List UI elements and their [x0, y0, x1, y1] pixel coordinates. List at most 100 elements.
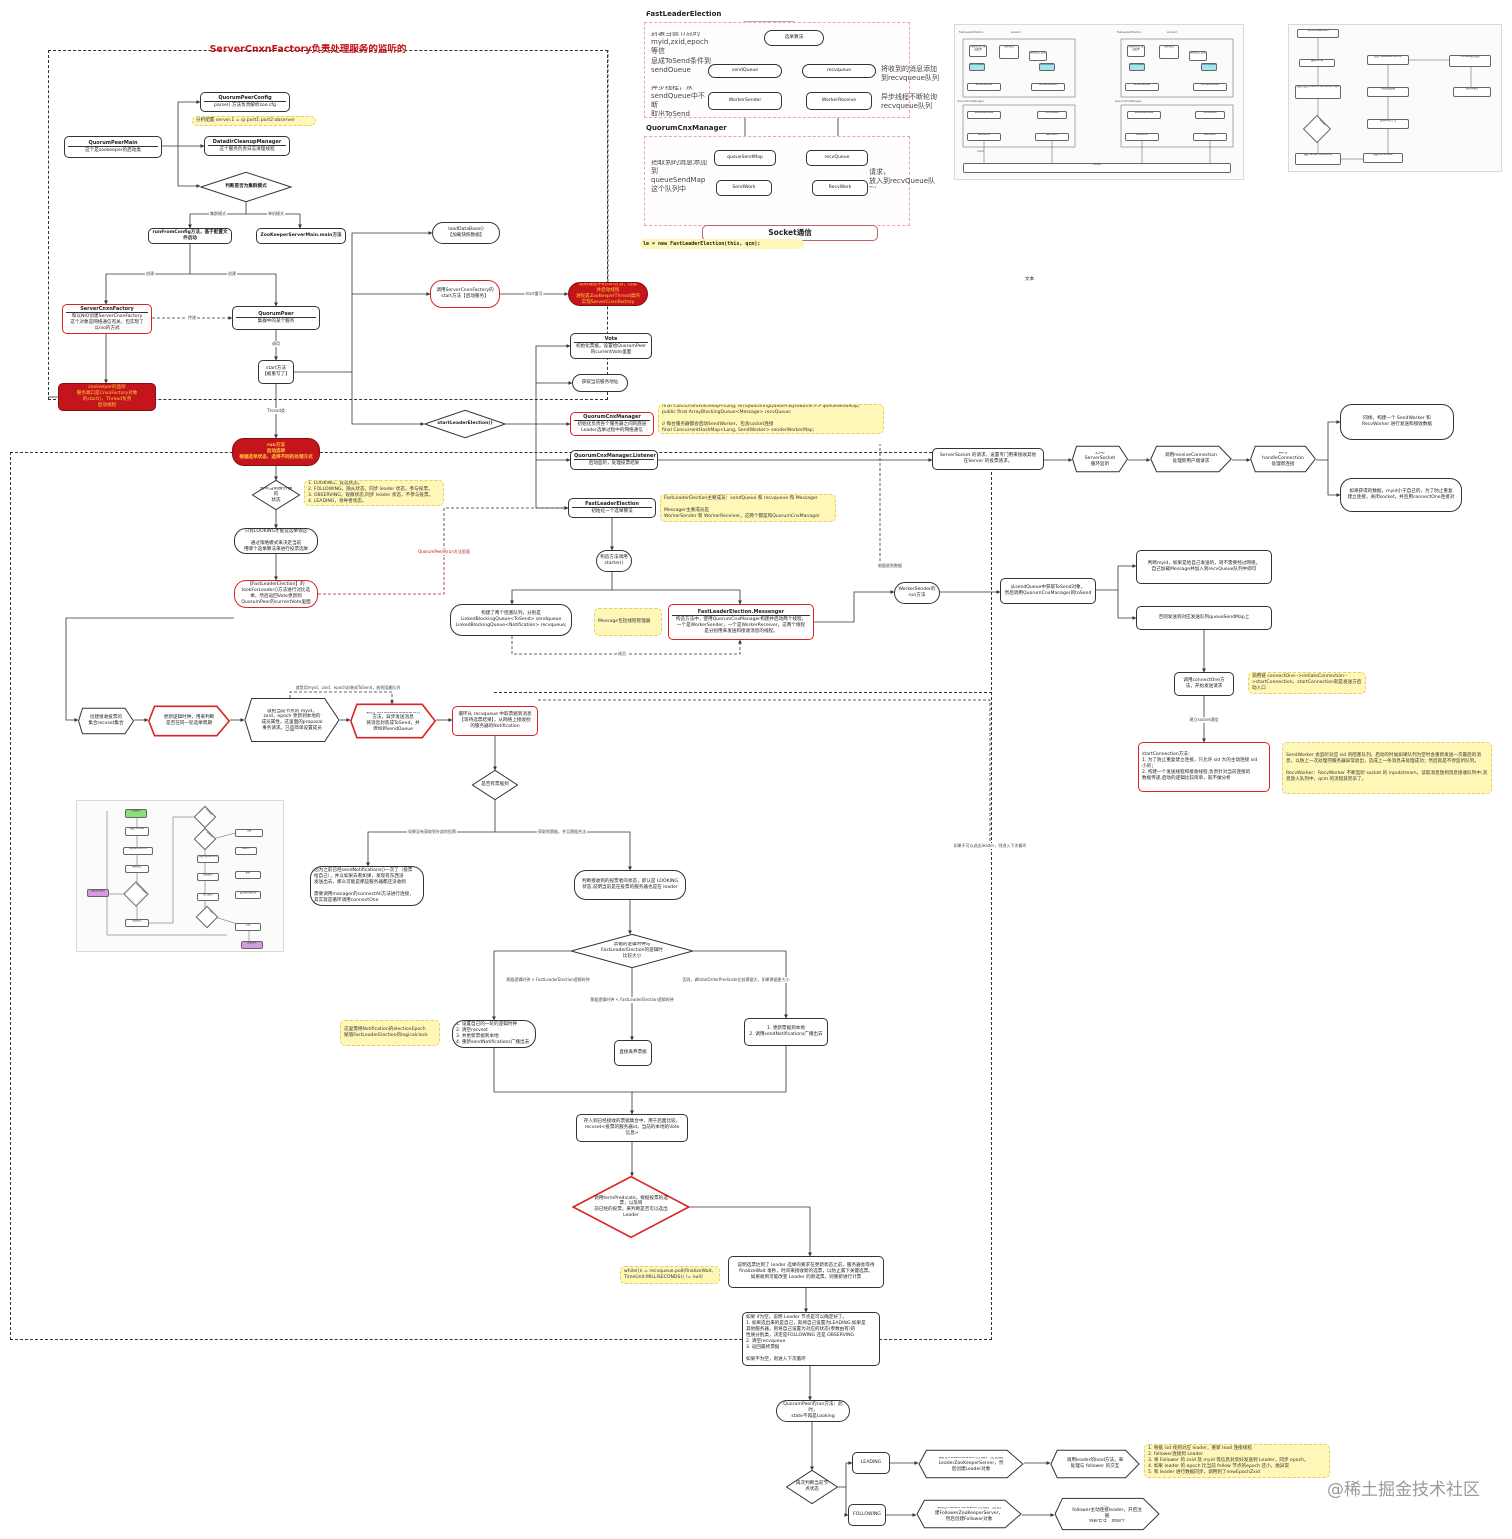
mini-servers-node: 向其他节点 发送投票 [1127, 45, 1145, 57]
edge-thread: Thread类 [266, 408, 286, 414]
fle-worker-receiver-text: WorkerReceive [821, 98, 857, 104]
lead-note-text: 1. 根据 sid 找到对应 leader，重新 lead 连接线程 2. fo… [1148, 1446, 1309, 1475]
qcm-code-text: le = new FastLeaderElection(this, qcm); [643, 240, 761, 247]
qpc-note-text: 分析配置 server.1 = ip:port1:port2:observer [196, 118, 295, 124]
connect-note: 调用链 connectOne-->initiateConnection-->st… [1248, 672, 1366, 694]
text-label: 文本 [1022, 276, 1042, 284]
scf-node-title: ServerCnxnFactory [66, 306, 148, 314]
get-addr-node-text: 获取当前服务地址 [581, 380, 619, 386]
judge-to-standalone [246, 213, 302, 229]
send-to-qcm-node: 从sendQueue中获取ToSend对象， 然后调用QuorumCnxMana… [1000, 578, 1096, 604]
mini-servers-links [962, 38, 1234, 163]
qcm-panel-title: QuorumCnxManager [646, 124, 766, 134]
mini-servers-node: workerReceive [1193, 83, 1227, 91]
start-le-hex-text: startLeaderElection() [437, 421, 493, 427]
edge-create-2: 创建 [227, 271, 237, 277]
state-note: 1. LOOKING，竞选状态。 2. FOLLOWING，随从状态，同步 le… [304, 480, 444, 506]
loop-recv-node: 循环从 recvqueue 中取票据到消息 【等待选票结果】，从网络上接收别 的… [452, 706, 538, 736]
edge-lt: 票据逻辑时钟 < FastLeaderElection逻辑时钟 [589, 997, 675, 1003]
term-to-confirm [690, 1206, 812, 1257]
sid-compare-node-text: 如果获得的数据，myid小于自己的，为了防止重复 建立连接，关闭socket，并… [1347, 489, 1455, 500]
mini-servers-node: 接收投票 结果 [1189, 51, 1207, 61]
text-label-text: 文本 [1025, 277, 1035, 283]
edge-handle-msg: 根据收到数据 [877, 563, 903, 569]
make-follower-hex-text: 调用makeFollower方法，先创 建FollowerZooKeeperSe… [934, 1506, 1004, 1522]
gt-note-text: 这里需将Notification的electionEpoch 赋值FastLea… [344, 1027, 428, 1038]
fle-recvqueue-box-text: recvqueue [826, 68, 852, 74]
messenger-to-ws [814, 590, 895, 623]
create-recvset-hex-text: 创建接收投票的 集合recvset集合 [88, 715, 124, 726]
mini-startup-node: 解析config [1299, 59, 1335, 67]
fle-sendqueue-box-text: sendQueue [731, 68, 759, 74]
mini-election-node: 更新选票 [197, 873, 219, 881]
mini-servers-caption: server2 [1167, 31, 1177, 34]
judge-state-diamond: 判断当前服务器的 状态 [252, 480, 300, 510]
ws-run-node-text: WorkerSender的 run方法 [898, 587, 936, 598]
no-vote-node-text: 因为之前已经sendNotifications()一次了（投票 给自己），并以如… [314, 868, 414, 903]
looking-only-node-text: 只有LOOKING才能竞选举领这 通过策略模式来决定当前 用哪个选举算法来进行投… [243, 529, 309, 552]
mini-startup-node: 启动 FastLeaderElection [1367, 55, 1409, 65]
receive-conn-hex: 调用receiveConnection 处理新用户端请求 [1150, 446, 1232, 472]
qcm-to-myid [1096, 564, 1137, 591]
start-cnxn-node-text: 调用ServerCnxnFactory的 start方法【启动服务】 [436, 288, 494, 299]
has-vote-node: 判断接收到的投票者的状态，即认是 LOOKING 状态,说明当前是在投票的服务器… [574, 870, 686, 900]
look-for-leader-node: 【FastLeaderElection】的 lookForLeader()方法进… [234, 580, 318, 608]
looking-only-node: 只有LOOKING才能竞选举领这 通过策略模式来决定当前 用哪个选举算法来进行投… [234, 528, 318, 554]
vote-node-title: Vote [574, 336, 648, 344]
qcm-code: le = new FastLeaderElection(this, qcm); [640, 239, 804, 249]
fle-note-text: FastLeaderElection主要成员：sendQueue 和 recvq… [664, 496, 820, 519]
scf-node-text: 和以NIO创建ServerCnxnFactory 这个对象是网络通信有关，包实现… [70, 314, 144, 332]
qpm-node-text: 这个是zookeeper的启动类 [85, 148, 141, 154]
edge-contain: 成员 [617, 651, 627, 657]
confirm-leader-node-text: 说明选票达到了 leader 选举的要求在更新状态之前，服务器会等待 final… [737, 1263, 875, 1280]
mini-servers-caption: client [977, 150, 985, 153]
compare-gt [492, 950, 570, 1021]
fle-node-title: FastLeaderElection [572, 501, 652, 509]
mini-servers-node: SendWork [967, 133, 1001, 141]
save-recvset-node-text: 存入到已经接收的票据集合中，用于后面比较， recvset<投票的服务器id，当… [583, 1119, 681, 1136]
config-to-qp [190, 273, 278, 307]
qcm-recvworker-box-text: RecvWork [828, 185, 852, 191]
qcm-note-left: 把取到的消息添加 到queueSendMap 这个队列中 [648, 160, 714, 192]
sender-note: SendWorker 会监听对应 sid 的阻塞队列，启动的时候如果队列为空时会… [1282, 742, 1492, 794]
mini-servers-link [962, 38, 1076, 98]
init-vote-hex: 初始化选票数据：这里其实 就把当前节点的 myid， zxid，epoch 更新… [244, 698, 340, 742]
mini-startup-node: 启动zk服务 [1453, 87, 1491, 97]
qpc-note: 分析配置 server.1 = ip:port1:port2:observer [192, 116, 316, 126]
update-clock-hex-text: 更新逻辑时钟，用来判断 是否在同一轮选举周期 [163, 715, 215, 726]
get-addr-node: 获取当前服务地址 [572, 374, 628, 392]
zk-main-node-text: ZooKeeperServerMain.main方法 [260, 233, 342, 239]
ignore-node: 直接丢弃票据 [614, 1040, 652, 1066]
qcm-note-right-text: 从socket中接收投票请求， 放入到recvQueue队列 [869, 166, 936, 188]
edge-wrap-vote: 就是用myid、zxid、epoch封装成ToSend，放到阻塞队列 [294, 685, 402, 691]
qcm-recvqueue-box-text: recvQueue [824, 155, 850, 161]
leader-lead-hex-text: 调用leader的lead方法，来 处理与 follower 的交互 [1066, 1458, 1124, 1469]
main-title-text: ServerCnxnFactory负责处理服务的监听的 [209, 44, 407, 55]
judge-final-diamond-text: 再次判断当前节 点状态 [795, 1481, 829, 1492]
compare-epoch-diamond: 票据的逻辑时钟与 FastLeaderElection的逻辑时 比较大小 [570, 934, 694, 968]
judge-to-leading [838, 1461, 853, 1488]
has-vote-diamond-text: 是否有票据到 [481, 782, 509, 788]
mini-election-node: 结束选举 [241, 941, 263, 949]
leading-node-text: LEADING [860, 1460, 882, 1466]
gt-note: 这里需将Notification的electionEpoch 赋值FastLea… [340, 1020, 440, 1046]
mini-startup-node: Follower选举流程 [1449, 55, 1491, 67]
dcm-node-text: 这个服务负责日志清理线程 [219, 147, 275, 153]
edge-hasvote: 获取到票据，并且票据合法 [537, 829, 587, 835]
zk-main-node: ZooKeeperServerMain.main方法 [256, 228, 346, 244]
judge-final-diamond: 再次判断当前节 点状态 [786, 1470, 838, 1504]
lead-note: 1. 根据 sid 找到对应 leader，重新 lead 连接线程 2. fo… [1144, 1444, 1330, 1478]
mini-election-node: 更新选票 [125, 865, 149, 873]
sender-note-text: SendWorker 会监听对应 sid 的阻塞队列，启动的时候如果队列为空时会… [1286, 753, 1488, 782]
fle-panel-title-text: FastLeaderElection [646, 10, 722, 19]
mini-election-node: 判断logicalclock [197, 855, 219, 863]
loop-dashed-region [494, 692, 992, 1340]
eq-to-save [632, 1046, 787, 1093]
queues-node: 构建了两个阻塞队列，分别是 LinkedBlockingQueue<ToSend… [450, 604, 572, 636]
fle-vote-box: 选举算法 [764, 30, 824, 46]
